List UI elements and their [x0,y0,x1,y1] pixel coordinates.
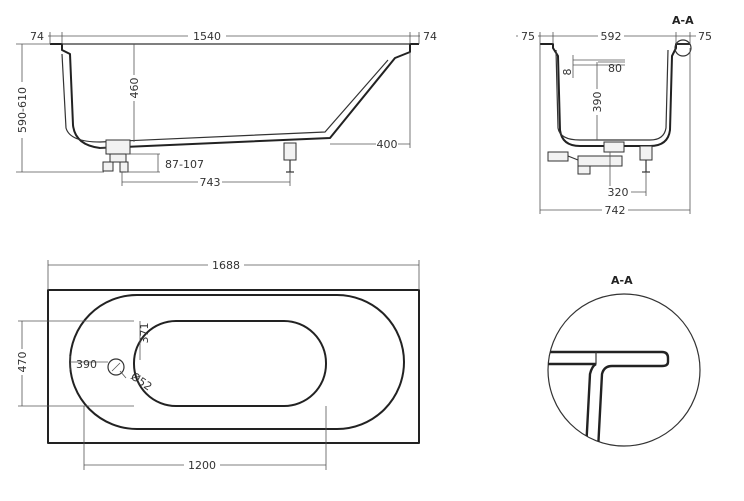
section-dim-rim-thickness: 8 [561,69,574,76]
side-dim-slope-base: 400 [377,138,398,151]
side-dim-top-right: 74 [423,30,437,43]
side-dim-depth: 460 [128,78,141,99]
plan-dim-total-length: 1688 [212,259,240,272]
side-dim-height-range: 590-610 [16,87,29,133]
plan-view-outer-rim [47,289,420,444]
section-view-tub-inner [555,49,669,141]
plan-dim-drain-offset: 390 [76,358,97,371]
detail-view: A-A [547,274,701,447]
plan-dim-drain-diameter: Ø52 [128,370,154,394]
section-dim-depth: 390 [591,92,604,113]
section-dim-total-width: 742 [605,204,626,217]
section-view-detail-marker [674,39,692,57]
section-dim-rim-width: 80 [608,62,622,75]
section-dim-top-right: 75 [698,30,712,43]
section-dim-top-width: 592 [601,30,622,43]
detail-view-label: A-A [611,274,633,287]
section-dim-feet-spacing: 320 [608,186,629,199]
plan-view-drain [107,358,127,379]
plan-view-tub-bottom [133,320,327,407]
side-dim-top-length: 1540 [193,30,221,43]
side-view: 74 1540 74 590-610 460 400 87-107 743 [14,29,440,189]
section-view-drain-assembly [547,141,625,175]
section-view-label: A-A [672,14,694,27]
side-view-tub-outline [50,43,419,149]
plan-dim-drain-offset-side: 371 [138,323,151,344]
section-dim-top-left: 75 [521,30,535,43]
detail-view-circle [547,293,701,447]
plan-dim-inner-length: 1200 [188,459,216,472]
plan-dim-width: 470 [16,352,29,373]
detail-view-rim-inner [548,362,597,446]
section-view-feet [609,145,653,196]
side-view-tub-inner [61,53,389,143]
section-view: A-A 8 80 [516,14,714,217]
side-dim-drain-range: 87-107 [165,158,204,171]
side-dim-drain-offset: 743 [200,176,221,189]
side-dim-top-left: 74 [30,30,44,43]
side-view-foot [283,142,297,173]
detail-view-rim-profile [548,350,670,446]
plan-view: 1688 470 390 371 Ø52 1200 [14,259,420,472]
plan-view-tub-interior [69,294,405,430]
side-view-drain-assembly [100,139,131,173]
